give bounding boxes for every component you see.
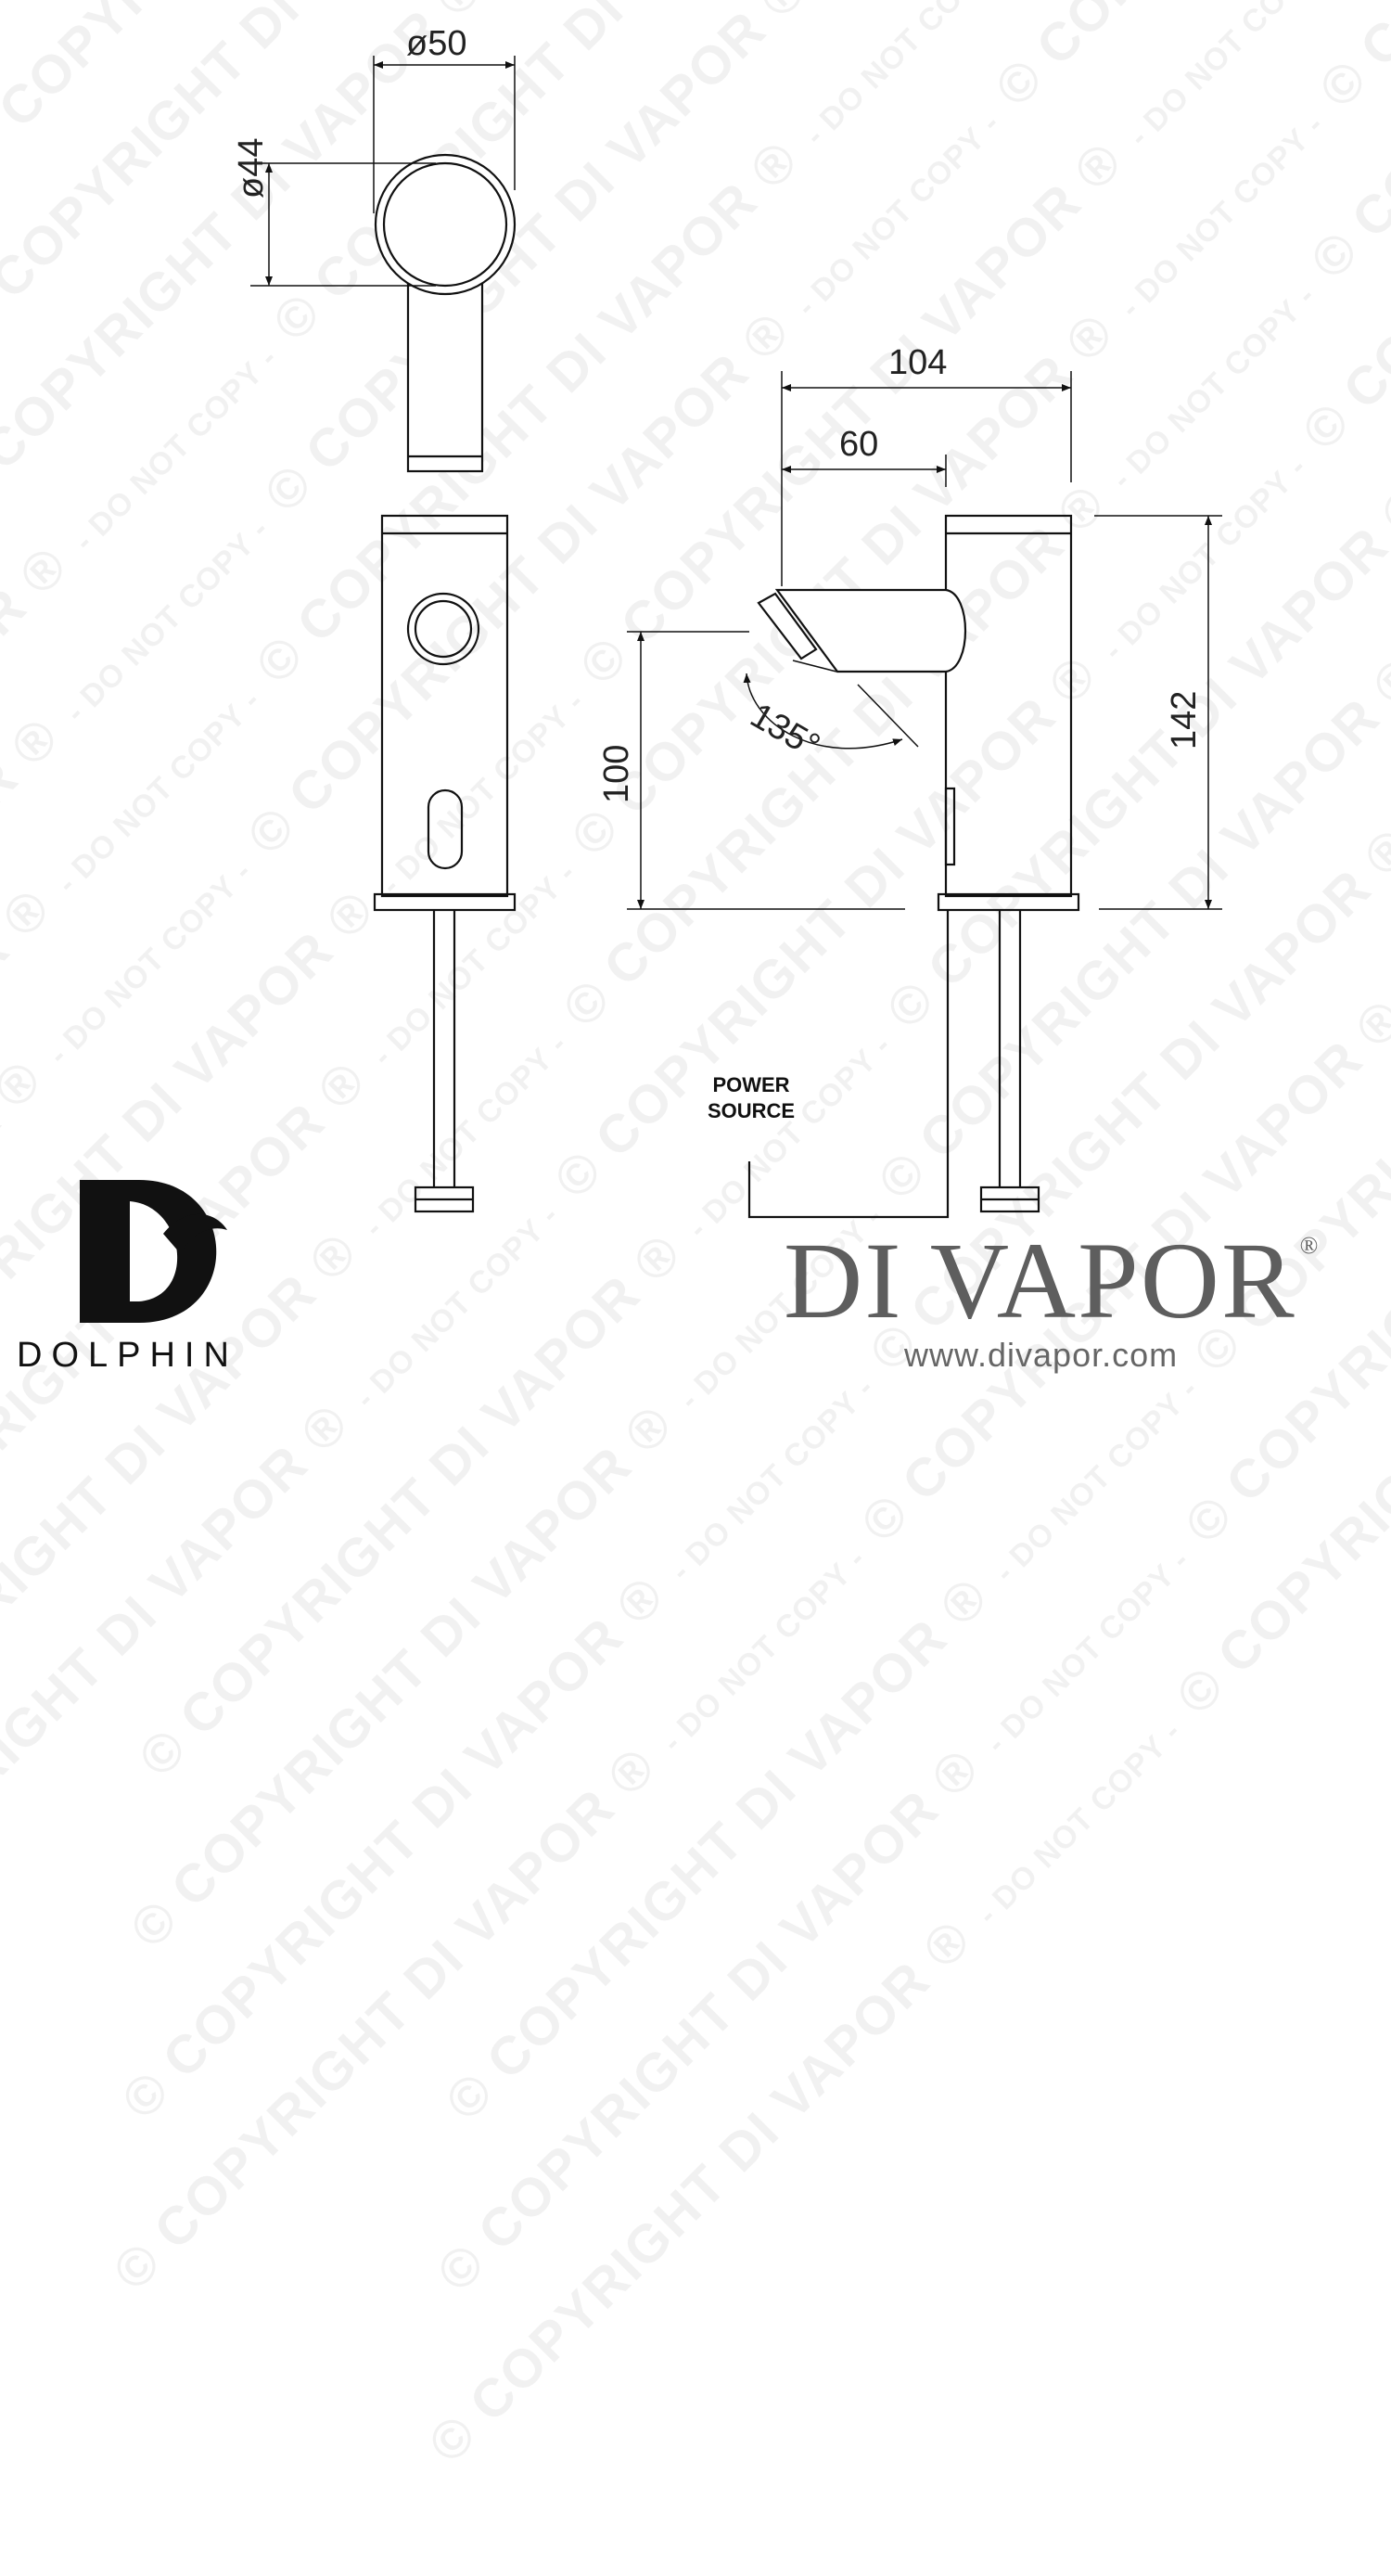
- top-view-spout-body: [406, 265, 484, 473]
- top-view-outer-ring: [374, 153, 517, 296]
- side-sensor-window: [944, 787, 956, 866]
- registered-mark: ®: [1299, 1232, 1321, 1259]
- dim-label-142: 142: [1165, 690, 1204, 750]
- power-cable: [747, 910, 950, 1219]
- top-view-inner-ring: [382, 161, 508, 288]
- dolphin-wordmark: DOLPHIN: [17, 1336, 238, 1375]
- power-source-line1: POWER: [712, 1073, 790, 1096]
- front-body: [380, 514, 509, 898]
- front-button-outer: [406, 592, 480, 666]
- technical-drawing: [80, 56, 1222, 1323]
- side-body: [944, 514, 1073, 898]
- front-base-plate: [373, 892, 517, 912]
- front-view: [373, 514, 517, 1213]
- side-view: [747, 514, 1080, 1219]
- front-sensor-window: [427, 788, 464, 870]
- side-spout-outlet: [757, 592, 818, 660]
- divapor-logo: DI VAPOR®: [784, 1226, 1320, 1336]
- dim-label-100: 100: [597, 744, 636, 803]
- power-source-line2: SOURCE: [707, 1099, 796, 1122]
- dim-label-50: ø50: [406, 24, 467, 63]
- divapor-name: DI VAPOR: [784, 1220, 1296, 1341]
- dim-label-44: ø44: [232, 137, 271, 199]
- top-view: [250, 56, 517, 473]
- front-button-inner: [414, 599, 473, 659]
- side-spout: [774, 588, 967, 673]
- divapor-url: www.divapor.com: [904, 1336, 1179, 1374]
- power-source-label: POWER SOURCE: [686, 1072, 816, 1124]
- dim-label-60: 60: [839, 425, 879, 464]
- dolphin-logo-icon: [80, 1180, 227, 1323]
- side-dimensions: [627, 371, 1222, 910]
- dim-label-104: 104: [888, 343, 948, 382]
- side-base-plate: [937, 892, 1080, 912]
- angle-ref-line-right: [857, 684, 919, 748]
- angle-ref-line-left: [792, 660, 837, 673]
- angle-arc: [743, 673, 903, 750]
